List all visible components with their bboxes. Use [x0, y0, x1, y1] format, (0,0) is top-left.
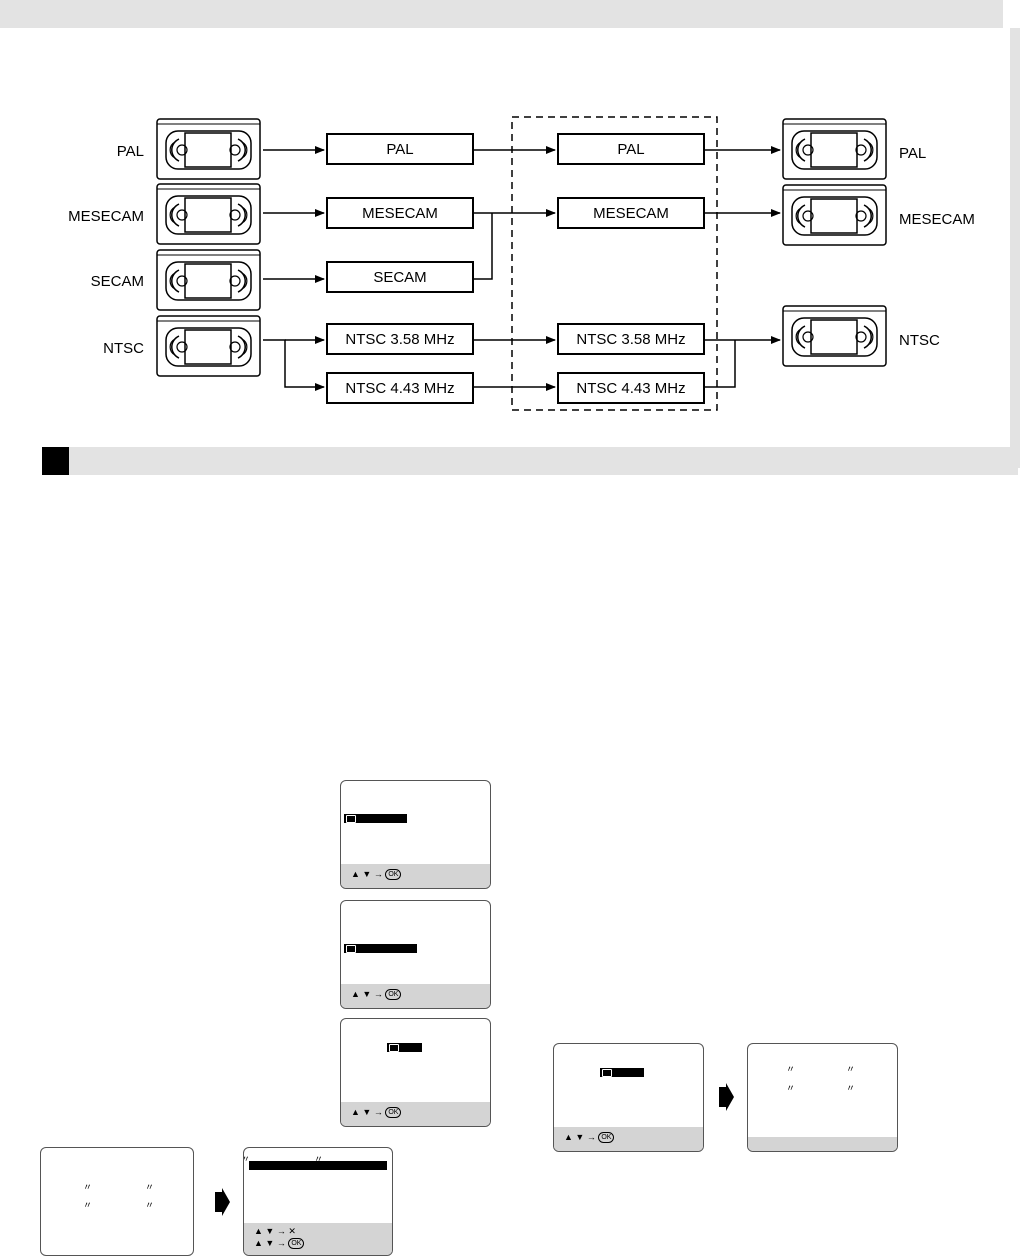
ok-icon: OK — [598, 1132, 615, 1144]
guide-bar — [748, 1137, 897, 1151]
guide-bar: ▲ ▼ → OK — [341, 864, 490, 888]
tick-mark: 〃 — [846, 1064, 856, 1074]
guide-cancel: ▲ ▼ → ✕ — [254, 1226, 296, 1236]
playback-box-ntsc443: NTSC 4.43 MHz — [557, 372, 705, 404]
recorded-box-mesecam: MESECAM — [326, 197, 474, 229]
pointer-icon — [346, 815, 356, 823]
right-border — [1010, 28, 1020, 468]
playback-box-mesecam: MESECAM — [557, 197, 705, 229]
cassette-icon — [782, 118, 887, 180]
tape-label-mesecam: MESECAM — [68, 208, 144, 225]
video-system-diagram — [156, 116, 887, 411]
recorded-box-ntsc358: NTSC 3.58 MHz — [326, 323, 474, 355]
guide-bar: ▲ ▼ → ✕ ▲ ▼ → OK — [244, 1223, 392, 1255]
guide-select: ▲ ▼ → — [351, 1107, 386, 1117]
tick-mark: 〃 — [145, 1182, 155, 1192]
menu-screen-4: ▲ ▼ → OK — [553, 1043, 704, 1152]
recorded-box-pal: PAL — [326, 133, 474, 165]
guide-bar: ▲ ▼ → OK — [341, 984, 490, 1008]
tick-mark: 〃 — [83, 1200, 93, 1210]
menu-highlight — [249, 1161, 387, 1170]
tape-label-right-ntsc: NTSC — [899, 332, 940, 349]
result-screen-2: 〃 〃 〃 〃 — [40, 1147, 194, 1256]
guide-select: ▲ ▼ → — [351, 989, 386, 999]
tick-mark: 〃 — [83, 1182, 93, 1192]
section-marker — [42, 447, 69, 475]
result-screen-1: 〃 〃 〃 〃 — [747, 1043, 898, 1152]
menu-highlight — [387, 1043, 422, 1052]
guide-select: ▲ ▼ → — [351, 869, 386, 879]
menu-highlight — [344, 814, 407, 823]
playback-box-pal: PAL — [557, 133, 705, 165]
pointer-icon — [602, 1069, 612, 1077]
ok-icon: OK — [385, 1107, 402, 1119]
tick-mark: 〃 — [244, 1152, 250, 1165]
menu-screen-2: ▲ ▼ → OK — [340, 900, 491, 1009]
next-arrow-icon — [215, 1188, 230, 1216]
playback-box-ntsc358: NTSC 3.58 MHz — [557, 323, 705, 355]
cassette-icon — [782, 305, 887, 367]
next-arrow-icon — [719, 1083, 734, 1111]
section-header-band — [42, 447, 1018, 475]
menu-highlight — [600, 1068, 644, 1077]
tick-mark: 〃 — [786, 1064, 796, 1074]
tape-label-right-pal: PAL — [899, 145, 927, 162]
tick-mark: 〃 — [786, 1083, 796, 1093]
cassette-icon — [156, 315, 261, 377]
menu-screen-3: ▲ ▼ → OK — [340, 1018, 491, 1127]
guide-select: ▲ ▼ → — [254, 1238, 289, 1248]
cassette-icon — [156, 249, 261, 311]
ok-icon: OK — [385, 989, 402, 1001]
pointer-icon — [389, 1044, 399, 1052]
recorded-box-secam: SECAM — [326, 261, 474, 293]
cassette-icon — [156, 118, 261, 180]
tape-label-pal: PAL — [116, 143, 144, 160]
guide-select: ▲ ▼ → — [564, 1132, 599, 1142]
tape-label-right-mesecam: MESECAM — [899, 211, 975, 228]
cassette-icon — [156, 183, 261, 245]
cassette-icon — [782, 184, 887, 246]
tape-label-ntsc: NTSC — [103, 340, 144, 357]
tape-label-secam: SECAM — [90, 273, 144, 290]
tick-mark: 〃 — [314, 1154, 324, 1164]
tick-mark: 〃 — [145, 1200, 155, 1210]
tick-mark: 〃 — [846, 1083, 856, 1093]
ok-icon: OK — [385, 869, 402, 881]
ok-icon: OK — [288, 1238, 305, 1250]
confirm-screen: 〃 〃 ▲ ▼ → ✕ ▲ ▼ → OK — [243, 1147, 393, 1256]
recorded-box-ntsc443: NTSC 4.43 MHz — [326, 372, 474, 404]
pointer-icon — [346, 945, 356, 953]
menu-highlight — [344, 944, 417, 953]
menu-screen-1: ▲ ▼ → OK — [340, 780, 491, 889]
header-band — [0, 0, 1003, 28]
playback-group-frame — [511, 116, 718, 411]
guide-bar: ▲ ▼ → OK — [341, 1102, 490, 1126]
guide-bar: ▲ ▼ → OK — [554, 1127, 703, 1151]
